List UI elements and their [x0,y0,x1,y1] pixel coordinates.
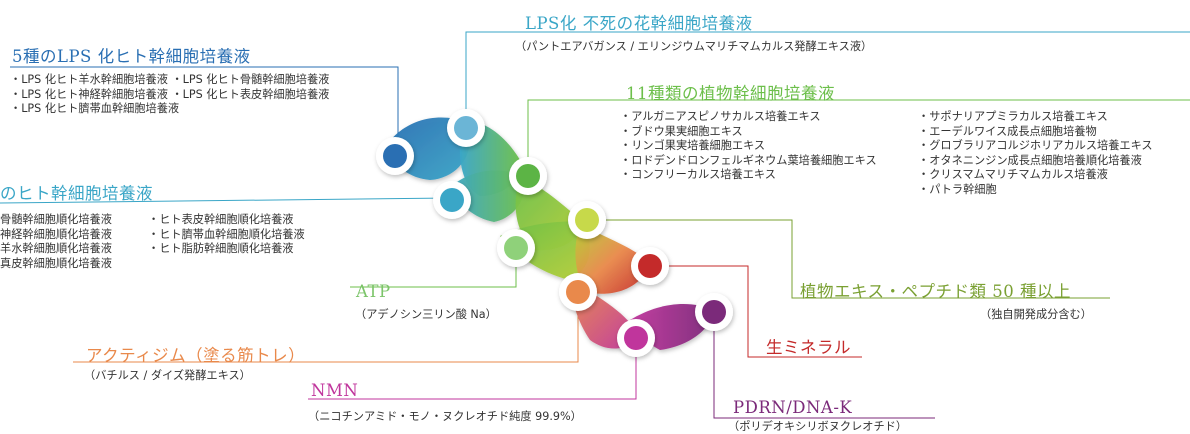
node-purple [695,293,733,331]
lps-human-list: ・LPS 化ヒト羊水幹細胞培養液 ・LPS 化ヒト骨髄幹細胞培養液 ・LPS 化… [10,73,329,117]
nmn-title: NMN [311,381,359,400]
list-item: ・ロドデンドロンフェルギネウム葉培養細胞エキス [620,153,877,167]
plant-extract-title: 植物エキス・ペプチド類 50 種以上 [800,282,1071,301]
list-item: ・LPS 化ヒト羊水幹細胞培養液 ・LPS 化ヒト骨髄幹細胞培養液 [10,73,330,86]
list-item: ・リンゴ果実培養細胞エキス [620,139,766,153]
list-item: ・LPS 化ヒト臍帯血幹細胞培養液 [10,102,180,116]
plant-stem-list-left: ・アルガニアスピノサカルス培養エキス ・ブドウ果実細胞エキス ・リンゴ果実培養細… [620,110,877,183]
list-item: ・サポナリアプミラカルス培養エキス [918,110,1108,123]
lps-flower-subtitle: （パントエアバガンス / エリンジウムマリチマムカルス発酵エキス液） [515,40,873,53]
molecule-nodes [376,109,733,357]
list-item: ・エーデルワイス成長点細胞培養物 [918,124,1097,138]
list-item: ・ヒト表皮幹細胞順化培養液 [148,213,294,226]
node-teal-top [447,109,485,147]
node-yellow [568,201,606,239]
human-stem-list-right: ・ヒト表皮幹細胞順化培養液 ・ヒト臍帯血幹細胞順化培養液 ・ヒト脂肪幹細胞順化培… [148,213,305,257]
node-red [631,247,669,285]
list-item: ・ブドウ果実細胞エキス [620,124,743,138]
atp-subtitle: （アデノシン三リン酸 Na） [355,308,497,321]
list-item: ・ヒト脂肪幹細胞順化培養液 [148,242,294,256]
acti-title: アクティジム（塗る筋トレ） [86,346,306,365]
node-orange [559,273,597,311]
human-stem-title: のヒト幹細胞培養液 [0,184,153,203]
list-item: ・コンフリーカルス培養エキス [620,168,776,182]
list-item: 神経幹細胞順化培養液 [0,227,112,241]
list-item: ・オタネニンジン成長点細胞培養順化培養液 [918,153,1142,167]
plant-extract-subtitle: （独自開発成分含む） [980,308,1092,321]
list-item: 真皮幹細胞順化培養液 [0,256,112,270]
list-item: ・ヒト臍帯血幹細胞順化培養液 [148,227,305,241]
plant-stem-list-right: ・サポナリアプミラカルス培養エキス ・エーデルワイス成長点細胞培養物 ・グロブラ… [918,110,1190,198]
plant-stem-title: 11種類の植物幹細胞培養液 [626,84,835,103]
lps-flower-title: LPS化 不死の花幹細胞培養液 [525,14,753,33]
node-magenta [617,319,655,357]
list-item: 羊水幹細胞順化培養液 [0,242,112,256]
lps-human-title: 5種のLPS 化ヒト幹細胞培養液 [12,47,251,66]
mineral-title: 生ミネラル [766,338,851,357]
list-item: ・LPS 化ヒト神経幹細胞培養液 ・LPS 化ヒト表皮幹細胞培養液 [10,87,330,101]
node-teal-left [433,181,471,219]
human-stem-list-left: 骨髄幹細胞順化培養液 神経幹細胞順化培養液 羊水幹細胞順化培養液 真皮幹細胞順化… [0,213,112,271]
list-item: ・アルガニアスピノサカルス培養エキス [620,110,821,123]
node-blue [376,137,414,175]
list-item: ・パトラ幹細胞 [918,182,997,196]
node-green-top [509,157,547,195]
list-item: ・グロブラリアコルジホリアカルス培養エキス [918,139,1153,153]
list-item: ・クリスマムマリチマムカルス培養液 [918,168,1108,182]
pdrn-subtitle: （ポリデオキシリボヌクレオチド） [728,420,908,433]
acti-subtitle: （バチルス / ダイズ発酵エキス） [84,369,251,382]
list-item: 骨髄幹細胞順化培養液 [0,213,112,226]
nmn-subtitle: （ニコチンアミド・モノ・ヌクレオチド純度 99.9%） [308,410,582,423]
atp-title: ATP [356,282,391,301]
node-green-atp [497,229,535,267]
pdrn-title: PDRN/DNA-K [733,398,853,417]
